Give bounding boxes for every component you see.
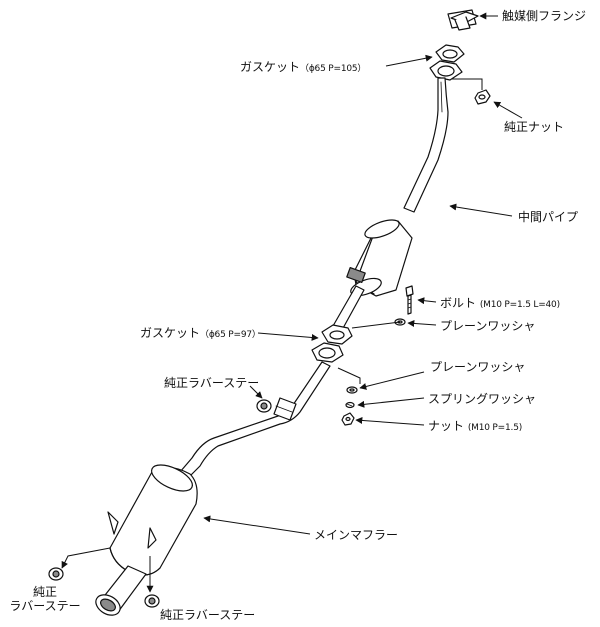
label-rubber-stay-left-line1: 純正 — [32, 585, 57, 599]
leader-plain-washer-1 — [407, 319, 437, 327]
label-nut: ナット (M10 P=1.5) — [428, 419, 522, 435]
label-plain-washer-1: プレーンワッシャ — [440, 319, 536, 333]
label-rubber-stay-bottom: 純正ラバーステー — [160, 608, 256, 622]
leader-stock-nut-guide — [452, 78, 483, 90]
label-gasket-top: ガスケット（ϕ65 P=105） — [240, 60, 366, 76]
leader-gasket-mid — [257, 332, 319, 341]
main-pipe-flange — [311, 342, 344, 363]
leader-rubber-stay-upper — [249, 385, 263, 399]
label-center-pipe: 中間パイプ — [518, 210, 579, 224]
center-pipe-part — [403, 77, 449, 213]
label-main-muffler: メインマフラー — [314, 528, 399, 542]
center-pipe-flange-top — [429, 60, 463, 81]
leader-bolt — [417, 297, 437, 305]
stock-nut-part — [474, 89, 491, 105]
nut-part — [341, 412, 355, 426]
label-spring-washer: スプリングワッシャ — [428, 392, 537, 406]
label-gasket-mid: ガスケット（ϕ65 P=97） — [140, 326, 261, 342]
label-gasket-mid-name: ガスケット — [140, 326, 201, 340]
label-rubber-stay-upper: 純正ラバーステー — [164, 376, 260, 390]
label-plain-washer-2: プレーンワッシャ — [430, 360, 526, 374]
label-bolt-name: ボルト — [440, 296, 477, 310]
catalyst-flange-part — [447, 9, 479, 31]
leader-center-pipe — [449, 203, 513, 217]
leader-stock-nut — [493, 101, 523, 119]
leader-rubber-stay-left — [61, 547, 111, 569]
leader-gasket-top — [385, 54, 433, 67]
rubber-stay-bottom-part — [144, 594, 160, 608]
rubber-stay-left-part — [48, 567, 64, 581]
label-gasket-top-name: ガスケット — [240, 60, 301, 74]
label-catalyst-flange: 触媒側フランジ — [502, 9, 587, 23]
label-gasket-top-spec: （ϕ65 P=105） — [300, 64, 367, 74]
label-rubber-stay-left-line2: ラバーステー — [9, 599, 81, 613]
leader-plain-washer-2 — [359, 371, 425, 390]
spring-washer-part — [345, 401, 355, 409]
leader-nut — [355, 416, 425, 426]
leader-spring-washer — [357, 397, 425, 408]
center-resonator-part — [346, 219, 413, 297]
rubber-stay-upper-part — [256, 399, 272, 413]
bolt-part — [405, 285, 414, 315]
plain-washer-2-part — [346, 386, 358, 394]
label-nut-name: ナット — [428, 419, 465, 433]
gasket-top-part — [435, 44, 465, 63]
label-rubber-stay-left: 純正 ラバーステー — [0, 585, 90, 613]
label-nut-spec: (M10 P=1.5) — [467, 423, 523, 433]
label-bolt: ボルト (M10 P=1.5 L=40) — [440, 296, 560, 312]
main-muffler-part — [107, 464, 198, 576]
leader-hardware-guide — [337, 367, 361, 384]
tail-tip-part — [95, 565, 147, 616]
leader-main-muffler — [203, 515, 311, 535]
label-gasket-mid-spec: （ϕ65 P=97） — [200, 330, 261, 340]
leader-washer-guide — [351, 321, 401, 329]
label-bolt-spec: (M10 P=1.5 L=40) — [479, 300, 560, 310]
label-stock-nut: 純正ナット — [504, 120, 565, 134]
gasket-mid-part — [321, 324, 353, 345]
center-pipe-lower — [332, 285, 365, 331]
